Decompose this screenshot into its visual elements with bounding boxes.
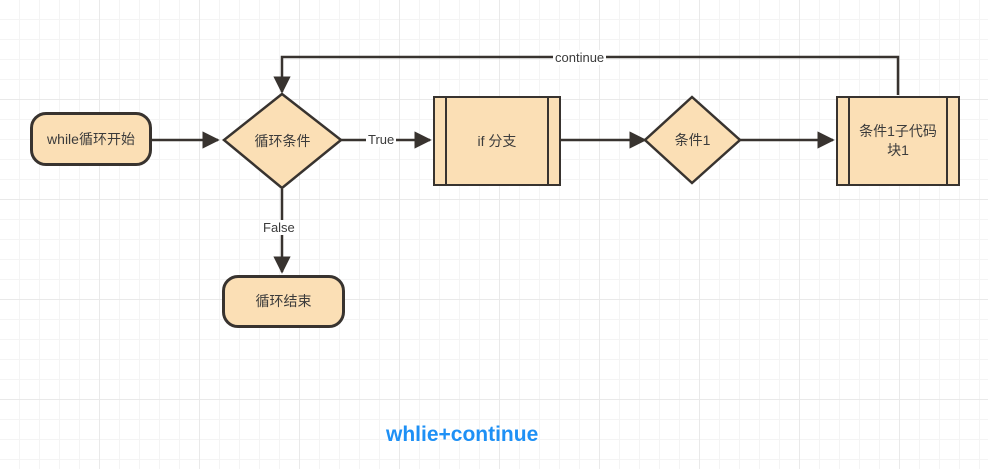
node-if-branch-label: if 分支: [477, 132, 517, 149]
node-if-branch[interactable]: if 分支: [433, 96, 561, 186]
node-condition-1-block-1[interactable]: 条件1子代码块1: [836, 96, 960, 186]
node-start[interactable]: while循环开始: [30, 112, 152, 166]
edge-label-false: False: [261, 220, 297, 235]
predefined-bar-right: [946, 96, 948, 186]
node-loop-condition[interactable]: 循环条件: [224, 94, 341, 188]
node-condition-1-label: 条件1: [674, 132, 711, 148]
node-loop-condition-label: 循环条件: [254, 133, 311, 149]
node-end-label: 循环结束: [255, 293, 312, 310]
predefined-bar-right: [547, 96, 549, 186]
node-end[interactable]: 循环结束: [222, 275, 345, 328]
decision-shape-cond1[interactable]: [643, 95, 742, 185]
figure-title: whlie+continue: [386, 423, 539, 446]
edge-label-continue: continue: [553, 50, 607, 65]
predefined-bar-left: [445, 96, 447, 186]
edge-label-true: True: [366, 132, 397, 147]
node-condition-1-block-1-label: 条件1子代码块1: [859, 123, 937, 158]
node-condition-1[interactable]: 条件1: [645, 97, 740, 183]
decision-shape-loopcond[interactable]: [222, 92, 344, 190]
node-start-label: while循环开始: [47, 130, 135, 147]
predefined-bar-left: [848, 96, 850, 186]
